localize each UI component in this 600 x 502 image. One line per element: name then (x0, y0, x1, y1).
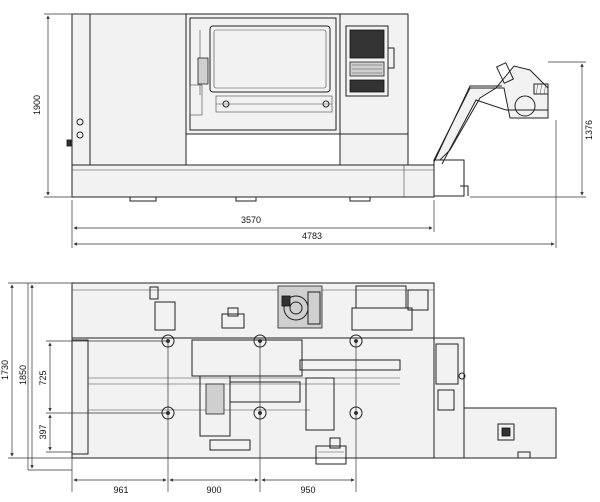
knob-icon (76, 131, 84, 139)
top-view: 1730 1850 725 397 961 900 950 (0, 282, 557, 495)
front-body-left (71, 13, 91, 166)
front-door (185, 13, 341, 135)
front-base (71, 164, 435, 198)
dim-front-height: 1900 (32, 95, 42, 115)
front-window (209, 25, 331, 93)
front-body-main (89, 13, 187, 166)
dim-top-depth-total: 1730 (0, 360, 10, 380)
knob-icon (76, 118, 84, 126)
dim-total-width: 4783 (302, 231, 322, 241)
dim-pitch-1: 961 (113, 485, 128, 495)
dim-top-depth-body: 1850 (18, 365, 28, 385)
dim-pitch-3: 950 (300, 485, 315, 495)
top-rear-enclosure (71, 282, 435, 339)
dim-conveyor-height: 1376 (584, 120, 594, 140)
conveyor-roller (514, 95, 536, 117)
dim-tail-offset: 397 (38, 424, 48, 439)
cnc-screen (349, 29, 385, 59)
top-right-panel (433, 337, 465, 459)
dim-spindle-offset: 725 (38, 370, 48, 385)
front-view: 1900 1376 3570 4783 (32, 13, 594, 248)
top-machine-bed (71, 337, 435, 459)
spindle-unit (277, 285, 323, 329)
dim-body-width: 3570 (241, 215, 261, 225)
dim-pitch-2: 900 (206, 485, 221, 495)
